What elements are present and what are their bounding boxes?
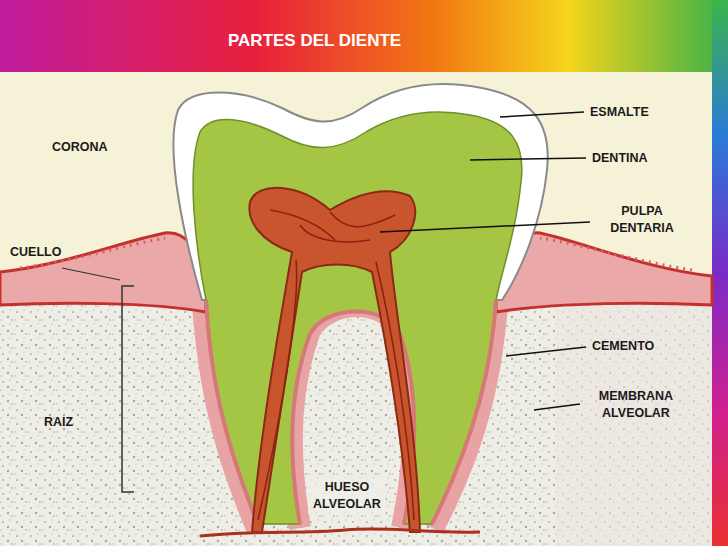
part-label: ESMALTE <box>590 104 649 121</box>
diagram-title: PARTES DEL DIENTE <box>228 31 401 51</box>
part-label: CORONA <box>52 139 108 156</box>
part-label: HUESO ALVEOLAR <box>308 478 386 514</box>
part-label: CUELLO <box>10 244 61 261</box>
part-label: PULPA DENTARIA <box>596 203 688 237</box>
part-label: DENTINA <box>592 150 648 167</box>
part-label: CEMENTO <box>592 338 654 355</box>
part-label: MEMBRANA ALVEOLAR <box>586 388 686 422</box>
part-label: RAIZ <box>44 414 73 431</box>
